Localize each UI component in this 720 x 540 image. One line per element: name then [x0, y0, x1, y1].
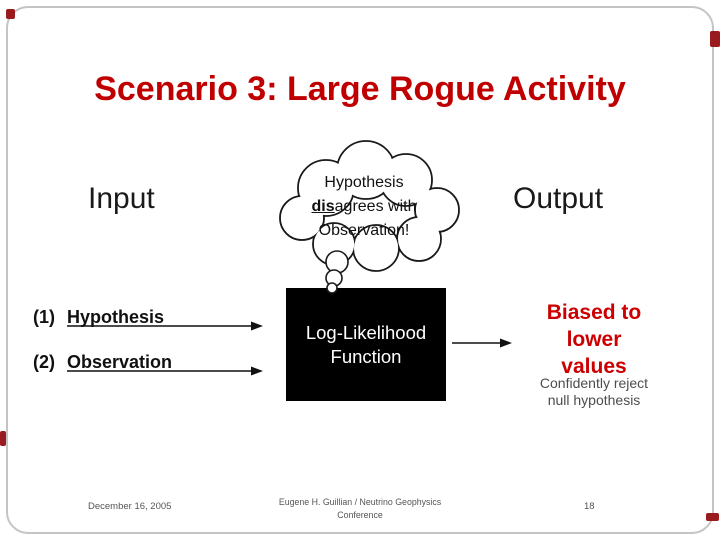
slide-title: Scenario 3: Large Rogue Activity: [94, 70, 626, 108]
corner-accent-bottom-right: [706, 513, 719, 521]
input-item-2-label: Observation: [67, 352, 173, 372]
arrow-box-to-output: [452, 338, 512, 348]
input-item-2-number: (2): [33, 352, 55, 372]
footer-page-number: 18: [584, 501, 595, 512]
cloud-line-1: Hypothesis: [324, 174, 404, 191]
thought-cloud-text: Hypothesis disagrees with Observation!: [283, 171, 445, 243]
corner-accent-right-top: [710, 31, 720, 47]
result-line-1: Biased to: [546, 301, 642, 324]
footer-credit-line-1: Eugene H. Guillian / Neutrino Geophysics: [278, 497, 442, 507]
corner-accent-left-bottom: [0, 431, 6, 446]
result-line-3: values: [561, 355, 627, 378]
note-line-1: Confidently reject: [539, 375, 649, 391]
thought-cloud: [279, 140, 460, 272]
input-label: Input: [88, 182, 155, 215]
output-result-text: Biased to lower values: [524, 299, 664, 380]
output-label: Output: [513, 182, 604, 215]
box-label-line-2: Function: [330, 345, 402, 367]
cloud-line-2: disagrees with: [283, 195, 445, 219]
input-item-1-number: (1): [33, 307, 55, 327]
result-line-2: lower: [566, 328, 622, 351]
cloud-line-2-rest: agrees with: [334, 198, 417, 215]
corner-accent-top-left: [6, 9, 15, 19]
note-line-2: null hypothesis: [547, 392, 641, 408]
footer-credit: Eugene H. Guillian / Neutrino Geophysics…: [240, 496, 480, 522]
footer-credit-line-2: Conference: [337, 510, 383, 520]
output-note-text: Confidently reject null hypothesis: [516, 375, 672, 409]
log-likelihood-function-box: Log-Likelihood Function: [286, 288, 446, 401]
cloud-line-2-emphasis: dis: [311, 198, 335, 215]
input-item-1-label: Hypothesis: [67, 307, 165, 327]
footer-date: December 16, 2005: [88, 501, 172, 512]
cloud-line-3: Observation!: [318, 222, 410, 239]
box-label-line-1: Log-Likelihood: [305, 321, 427, 343]
